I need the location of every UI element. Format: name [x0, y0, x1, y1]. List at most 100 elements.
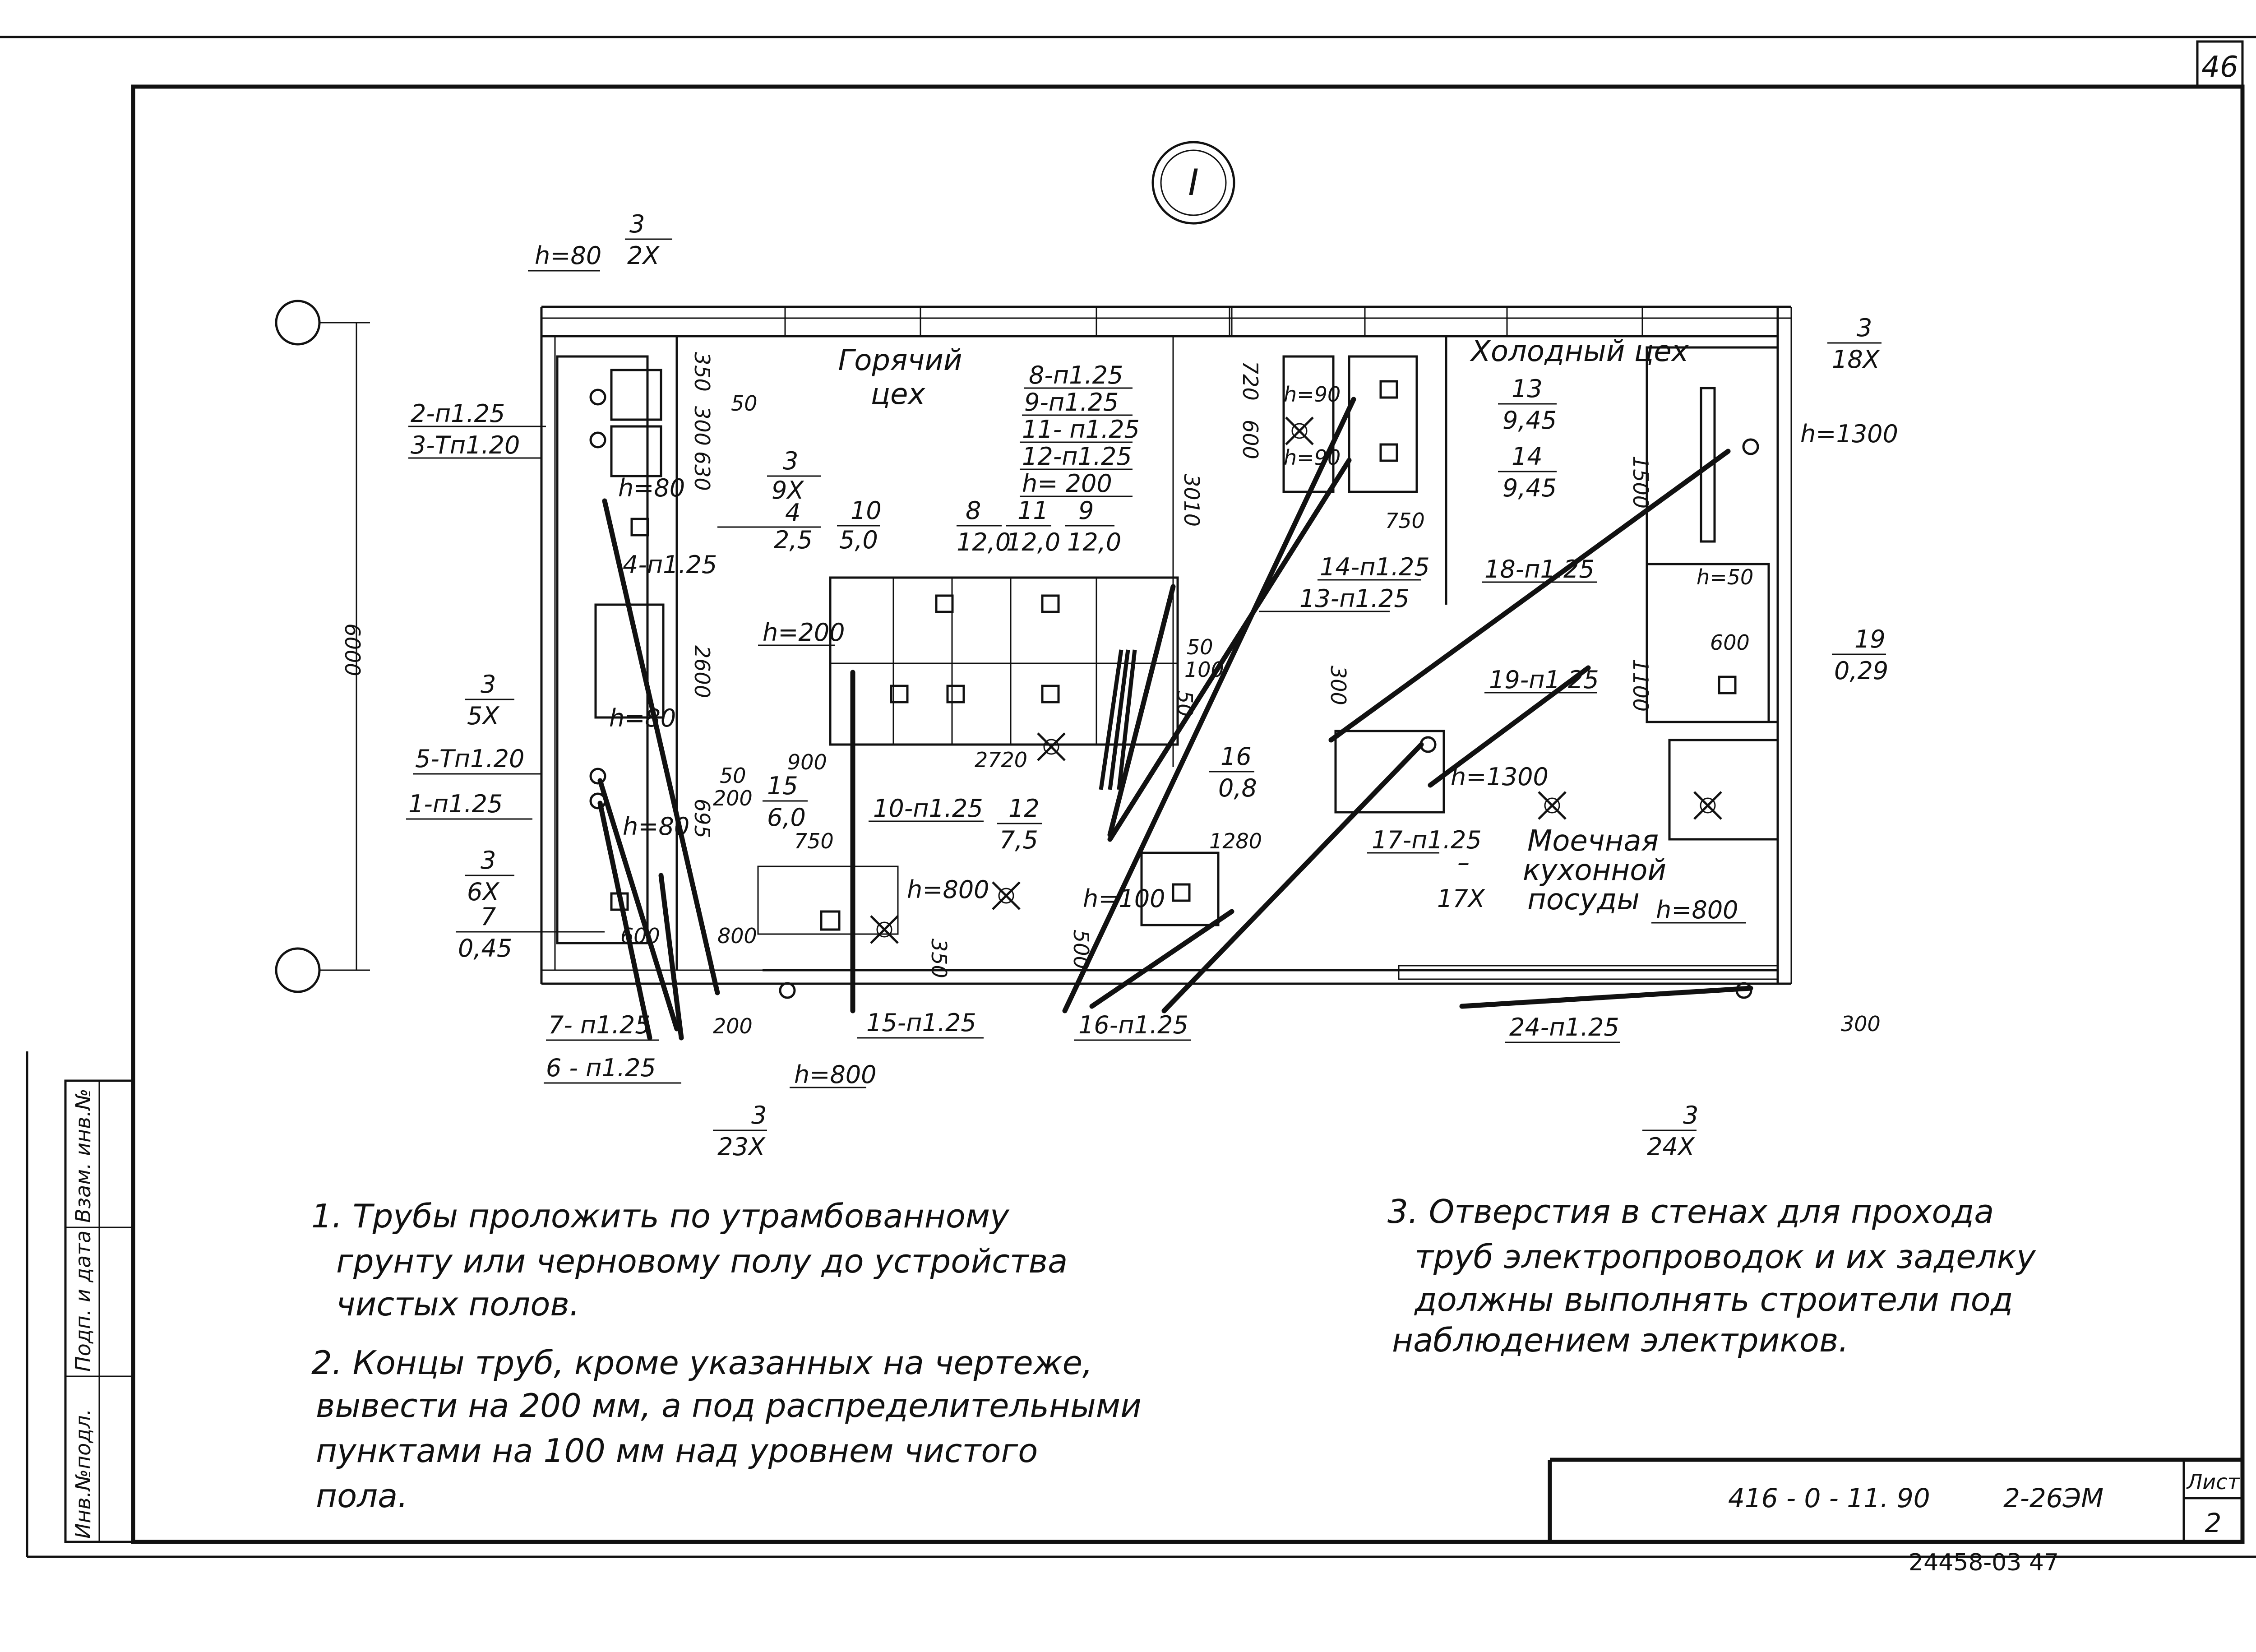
room-hot-shop-line2: цех [871, 378, 926, 411]
note-left-line-2: грунту или черновому полу до устройства [336, 1242, 1068, 1280]
note-left-line-4: 2. Концы труб, кроме указанных на чертеж… [311, 1344, 1093, 1382]
pipe-label-5: 5-Тп1.20 [415, 745, 524, 773]
pipe-label-24: 24-п1.25 [1509, 1013, 1619, 1041]
note-left-line-7: пола. [316, 1477, 408, 1515]
svg-text:10: 10 [851, 496, 882, 525]
svg-text:13: 13 [1512, 375, 1543, 403]
building-plan [540, 305, 1792, 985]
pipe-label-10: 10-п1.25 [873, 794, 983, 823]
svg-text:19: 19 [1854, 625, 1886, 653]
height-h1300-wash: h=1300 [1451, 763, 1549, 791]
fraction-8: 812,0 [957, 496, 1011, 556]
fraction-16: 160,8 [1209, 742, 1257, 802]
svg-text:0,29: 0,29 [1834, 657, 1888, 685]
svg-text:5Х: 5Х [467, 702, 499, 730]
dim-900: 900 [787, 750, 827, 774]
dim-2600: 2600 [690, 645, 714, 698]
dim-300-c: 300 [1841, 1012, 1881, 1036]
section-marker-inner [1160, 149, 1227, 216]
note-right-line-2: труб электропроводок и их заделку [1415, 1238, 2036, 1276]
height-h800-right: h=800 [1656, 896, 1738, 924]
dim-630: 630 [690, 451, 714, 491]
dim-50-a: 50 [731, 391, 758, 416]
pipe-label-17: 17-п1.25 [1372, 826, 1482, 854]
pipe-label-18: 18-п1.25 [1484, 555, 1595, 583]
svg-text:2Х: 2Х [627, 241, 660, 270]
luminaire-symbols [870, 416, 1722, 944]
svg-text:–: – [1457, 848, 1470, 877]
svg-text:16: 16 [1220, 742, 1252, 771]
note-left-line-5: вывести на 200 мм, а под распределительн… [316, 1387, 1142, 1425]
dim-3010: 3010 [1179, 474, 1204, 527]
pipe-label-19: 19-п1.25 [1489, 666, 1599, 694]
height-h80-3: h=80 [609, 704, 676, 732]
svg-text:9Х: 9Х [772, 476, 804, 504]
svg-text:5,0: 5,0 [839, 526, 878, 554]
pipe-label-4: 4-п1.25 [623, 551, 717, 579]
room-washing-line2: кухонной [1523, 854, 1666, 887]
fraction-14: 149,45 [1498, 442, 1557, 502]
fraction-4: 42,5 [717, 499, 821, 554]
svg-text:9: 9 [1078, 496, 1094, 525]
side-stamp-sign: Подп. и дата [71, 1231, 95, 1372]
title-block: 416 - 0 - 11. 90 2-26ЭМ Лист 2 [1548, 1458, 2242, 1542]
note-left-line-3: чистых полов. [336, 1285, 580, 1323]
height-h200: h=200 [763, 618, 845, 647]
dim-200-a: 200 [713, 786, 753, 810]
pipe-label-8: 8-п1.25 [1029, 361, 1123, 389]
svg-text:18Х: 18Х [1832, 345, 1880, 374]
svg-text:7: 7 [481, 902, 496, 931]
stamp-list-number: 2 [2205, 1508, 2222, 1538]
svg-text:23Х: 23Х [717, 1133, 766, 1161]
bottom-reference: 24458-03 47 [1909, 1549, 2059, 1576]
notes-right: 3. Отверстия в стенах для прохода труб э… [1387, 1193, 2036, 1359]
pipe-label-1: 1-п1.25 [408, 790, 503, 818]
fraction-17x: –17Х [1437, 848, 1485, 913]
svg-text:3: 3 [481, 670, 496, 699]
dim-1500: 1500 [1628, 456, 1653, 509]
pipe-labels: 2-п1.25 3-Тп1.20 4-п1.25 5-Тп1.20 1-п1.2… [406, 361, 1620, 1084]
svg-text:0,45: 0,45 [458, 934, 512, 963]
svg-text:6Х: 6Х [467, 878, 499, 906]
notes-left: 1. Трубы проложить по утрамбованному гру… [311, 1197, 1142, 1515]
axis-bubble-bottom [275, 947, 321, 993]
fraction-9: 912,0 [1065, 496, 1121, 556]
svg-text:3: 3 [481, 846, 496, 875]
dim-350: 350 [690, 352, 714, 392]
height-h80-4: h=80 [623, 812, 689, 841]
svg-text:9,45: 9,45 [1502, 406, 1557, 435]
dim-100: 100 [1184, 657, 1224, 682]
svg-text:7,5: 7,5 [999, 826, 1038, 854]
pipe-runs [597, 397, 1753, 1041]
note-right-line-3: должны выполнять строители под [1414, 1281, 2013, 1319]
dim-1100: 1100 [1628, 659, 1653, 712]
dim-600-c: 600 [1710, 630, 1750, 655]
svg-text:6,0: 6,0 [767, 803, 806, 832]
svg-text:11: 11 [1017, 496, 1049, 525]
fraction-9x: 39Х [767, 447, 821, 504]
dim-6000: 6000 [340, 623, 365, 676]
stamp-sheet-code: 2-26ЭМ [2003, 1483, 2103, 1513]
svg-text:15: 15 [767, 772, 798, 800]
pipe-label-7: 7- п1.25 [548, 1011, 651, 1039]
height-h90-1: h=90 [1284, 382, 1341, 407]
svg-text:12: 12 [1008, 794, 1040, 823]
svg-text:0,8: 0,8 [1218, 774, 1257, 802]
dim-695: 695 [690, 799, 714, 838]
stamp-list-label: Лист [2186, 1470, 2240, 1494]
pipe-label-3: 3-Тп1.20 [411, 431, 520, 459]
svg-text:3: 3 [783, 447, 798, 475]
svg-text:12,0: 12,0 [1067, 528, 1121, 556]
corner-number-box [2196, 40, 2244, 88]
dim-750-a: 750 [794, 829, 834, 853]
pipe-label-12-height: h= 200 [1022, 469, 1112, 498]
section-marker-label: I [1188, 162, 1199, 204]
svg-text:24Х: 24Х [1647, 1133, 1695, 1161]
svg-text:3: 3 [751, 1101, 767, 1129]
dim-600-b: 600 [1238, 420, 1262, 459]
fraction-5x: 35Х [465, 670, 514, 730]
pipe-label-15: 15-п1.25 [866, 1009, 976, 1037]
